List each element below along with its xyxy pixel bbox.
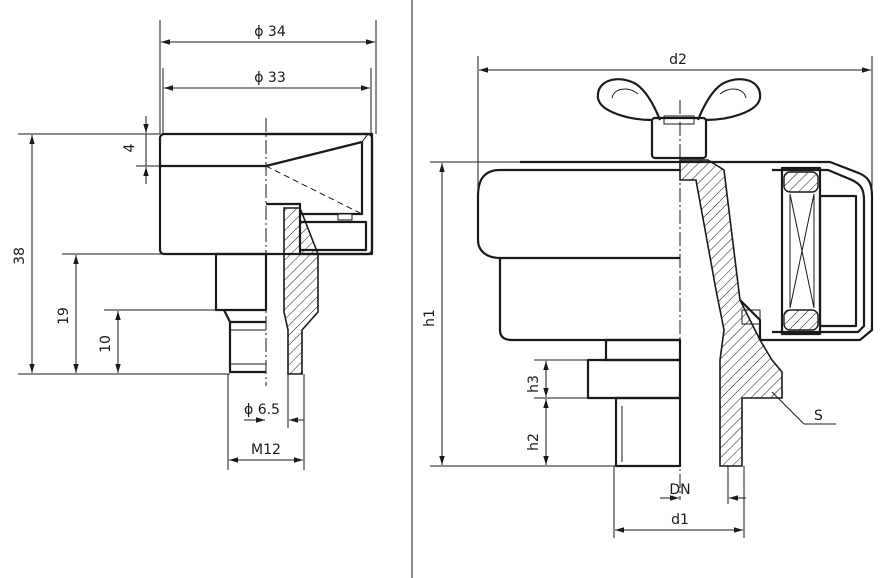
dim-d1: d1 xyxy=(613,466,745,538)
dim-dn: DN xyxy=(660,466,746,504)
dim-bore-label: ϕ 6.5 xyxy=(244,402,280,418)
dim-height-mid-label: 19 xyxy=(56,307,72,325)
dim-d1-label: d1 xyxy=(671,512,689,528)
dim-h3: h3 xyxy=(526,359,588,399)
wing-nut xyxy=(596,78,762,160)
dim-s-label: S xyxy=(814,408,823,424)
dim-phi34: ϕ 34 xyxy=(159,20,377,134)
dim-bore: ϕ 6.5 xyxy=(244,374,304,428)
dim-h3-label: h3 xyxy=(526,375,542,393)
dim-phi34-label: ϕ 34 xyxy=(254,24,286,40)
left-section xyxy=(265,132,374,375)
dim-dn-label: DN xyxy=(669,482,690,498)
dim-phi33: ϕ 33 xyxy=(162,68,372,134)
dim-thread: M12 xyxy=(227,374,305,470)
dim-d2: d2 xyxy=(477,52,873,196)
dim-height-low: 10 xyxy=(98,309,222,373)
dim-h2-label: h2 xyxy=(526,433,542,451)
dim-d2-label: d2 xyxy=(669,52,687,68)
right-view: d2 h1 h3 h2 S xyxy=(422,52,874,538)
dim-h1-label: h1 xyxy=(422,309,438,327)
dim-height-low-label: 10 xyxy=(98,335,114,353)
dim-cap-height: 4 xyxy=(122,116,160,184)
dim-height-total: 38 xyxy=(12,133,230,375)
right-section xyxy=(679,159,874,467)
dim-phi33-label: ϕ 33 xyxy=(254,70,286,86)
dim-height-mid: 19 xyxy=(56,253,216,373)
right-housing xyxy=(476,160,682,468)
dim-height-total-label: 38 xyxy=(12,247,28,265)
dim-h2: h2 xyxy=(526,399,549,465)
dim-h1: h1 xyxy=(422,161,616,467)
dim-s: S xyxy=(771,391,836,425)
dim-thread-label: M12 xyxy=(251,442,281,458)
dim-cap-height-label: 4 xyxy=(122,143,138,152)
left-view: ϕ 34 ϕ 33 4 38 19 xyxy=(12,20,377,470)
